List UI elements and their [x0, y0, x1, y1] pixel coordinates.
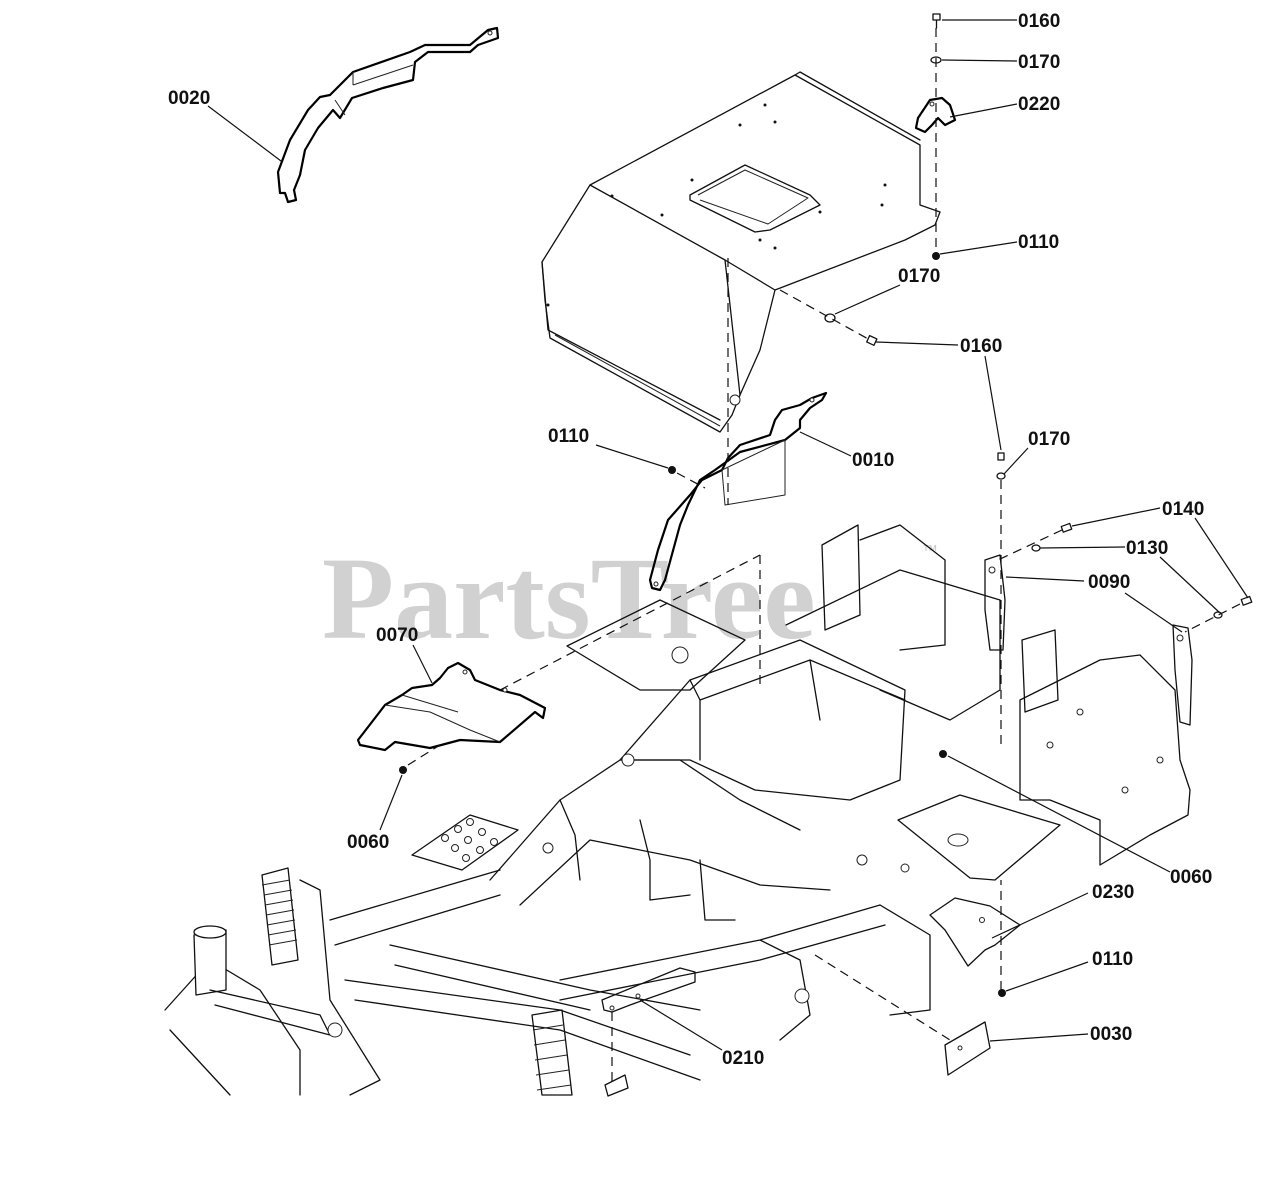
callout-0110-bottom: 0110	[1092, 949, 1133, 970]
hardware-0160-bolt-mid	[866, 334, 878, 346]
part-0020-shield	[276, 26, 500, 204]
callout-0220: 0220	[1018, 94, 1060, 115]
callout-0170-top: 0170	[1018, 52, 1060, 73]
callout-0110-top: 0110	[1018, 232, 1059, 253]
hardware-0060-nut-left	[399, 766, 407, 774]
callout-0010: 0010	[852, 450, 894, 471]
callout-labels: 0020 0160 0170 0220 0110 0170 0160 0110 …	[168, 11, 1212, 1069]
hardware-0160-bolt-right	[997, 452, 1005, 461]
hardware-0140-bolt-lower	[1240, 595, 1253, 606]
callout-0170-right: 0170	[1028, 429, 1070, 450]
leader-lines	[207, 19, 1249, 1051]
hardware-0130-washer-lower	[1213, 611, 1223, 619]
hardware-0170-washer-mid	[824, 313, 836, 323]
callout-0060-left: 0060	[347, 832, 389, 853]
watermark-trademark: ™	[922, 543, 938, 560]
hardware-0170-washer-right	[996, 472, 1006, 480]
callout-0160-mid: 0160	[960, 336, 1002, 357]
part-0030-plate	[944, 1021, 991, 1076]
hardware-0140-bolt-upper	[1060, 522, 1073, 533]
callout-0020: 0020	[168, 88, 210, 109]
part-0070-plate	[356, 661, 547, 752]
callout-0160-top: 0160	[1018, 11, 1060, 32]
hardware-0110-nut-top	[932, 252, 940, 260]
callout-0060-right: 0060	[1170, 867, 1212, 888]
callout-0140: 0140	[1162, 499, 1204, 520]
callout-0110-mid: 0110	[548, 426, 589, 447]
callout-0130: 0130	[1126, 538, 1168, 559]
callout-0090: 0090	[1088, 572, 1130, 593]
part-0090-bracket-left	[984, 554, 1006, 651]
upper-panel	[541, 71, 941, 433]
hardware-0130-washer-upper	[1031, 544, 1041, 552]
callout-0170-mid: 0170	[898, 266, 940, 287]
hardware-0160-bolt-top	[932, 13, 941, 29]
part-0090-bracket-right	[1172, 624, 1193, 726]
hardware-0110-nut-mid	[668, 466, 676, 474]
hardware-0110-nut-bottom	[998, 989, 1006, 997]
callout-0030: 0030	[1090, 1024, 1132, 1045]
callout-0070: 0070	[376, 625, 418, 646]
watermark-text: PartsTree	[322, 533, 816, 664]
main-frame	[164, 524, 1191, 1096]
callout-0210: 0210	[722, 1048, 764, 1069]
part-0230-shield	[929, 897, 1021, 967]
callout-0230: 0230	[1092, 882, 1134, 903]
part-0220-bracket	[914, 96, 957, 134]
hardware-0060-nut-right	[939, 750, 947, 758]
part-0210-bracket	[601, 967, 696, 1013]
part-0010-shield	[648, 391, 828, 592]
